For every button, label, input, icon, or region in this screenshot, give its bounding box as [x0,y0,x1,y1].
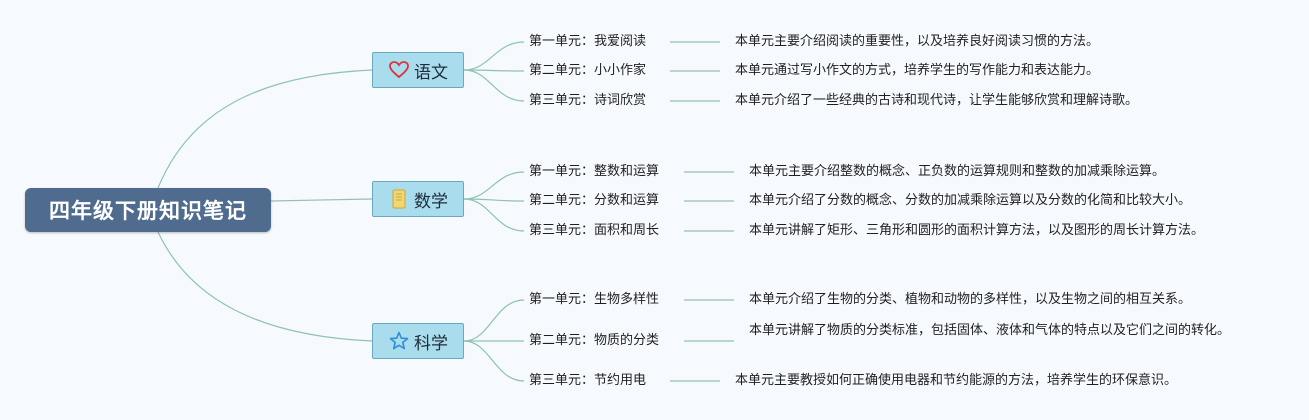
root-node[interactable]: 四年级下册知识笔记 [25,188,271,232]
subject-node-math[interactable]: 数学 [372,181,464,217]
connector-math-unit3 [463,198,525,232]
unit-description: 本单元主要教授如何正确使用电器和节约能源的方法，培养学生的环保意识。 [735,373,1178,388]
root-title: 四年级下册知识笔记 [49,199,247,223]
unit-label[interactable]: 第一单元：整数和运算 [529,164,660,179]
connector-chinese-unit3 [463,69,525,102]
unit-description: 本单元讲解了物质的分类标准，包括固体、液体和气体的特点以及它们之间的转化。 [749,323,1231,338]
subject-node-chinese[interactable]: 语文 [372,52,464,88]
subject-label: 科学 [414,333,448,354]
connector-chinese-unit1 [463,41,525,71]
unit-description: 本单元讲解了矩形、三角形和圆形的面积计算方法，以及图形的周长计算方法。 [749,223,1205,238]
unit-description: 本单元介绍了生物的分类、植物和动物的多样性，以及生物之间的相互关系。 [749,292,1192,307]
unit-label[interactable]: 第二单元：物质的分类 [529,333,660,348]
unit-label[interactable]: 第二单元：小小作家 [529,63,647,78]
connector-root-math [270,198,373,202]
unit-description: 本单元介绍了分数的概念、分数的加减乘除运算以及分数的化简和比较大小。 [749,193,1192,208]
unit-label[interactable]: 第三单元：节约用电 [529,373,647,388]
unit-label[interactable]: 第三单元：面积和周长 [529,223,660,238]
subject-label: 数学 [414,191,448,212]
unit-description: 本单元主要介绍阅读的重要性，以及培养良好阅读习惯的方法。 [735,34,1100,49]
unit-description: 本单元主要介绍整数的概念、正负数的运算规则和整数的加减乘除运算。 [749,164,1166,179]
unit-description: 本单元通过写小作文的方式，培养学生的写作能力和表达能力。 [735,63,1100,78]
notebook-icon [388,188,410,210]
subject-label: 语文 [414,62,448,83]
unit-description: 本单元介绍了一些经典的古诗和现代诗，让学生能够欣赏和理解诗歌。 [735,93,1139,108]
unit-label[interactable]: 第三单元：诗词欣赏 [529,93,647,108]
unit-label[interactable]: 第二单元：分数和运算 [529,193,660,208]
connector-root-science [157,231,373,342]
connector-root-chinese [157,69,373,189]
star-icon [388,330,410,352]
connector-science-unit1 [463,299,525,342]
subject-node-science[interactable]: 科学 [372,323,464,359]
unit-label[interactable]: 第一单元：我爱阅读 [529,34,647,49]
connector-science-unit3 [463,340,525,382]
unit-label[interactable]: 第一单元：生物多样性 [529,292,660,307]
heart-icon [388,59,410,81]
connector-math-unit1 [463,171,525,200]
